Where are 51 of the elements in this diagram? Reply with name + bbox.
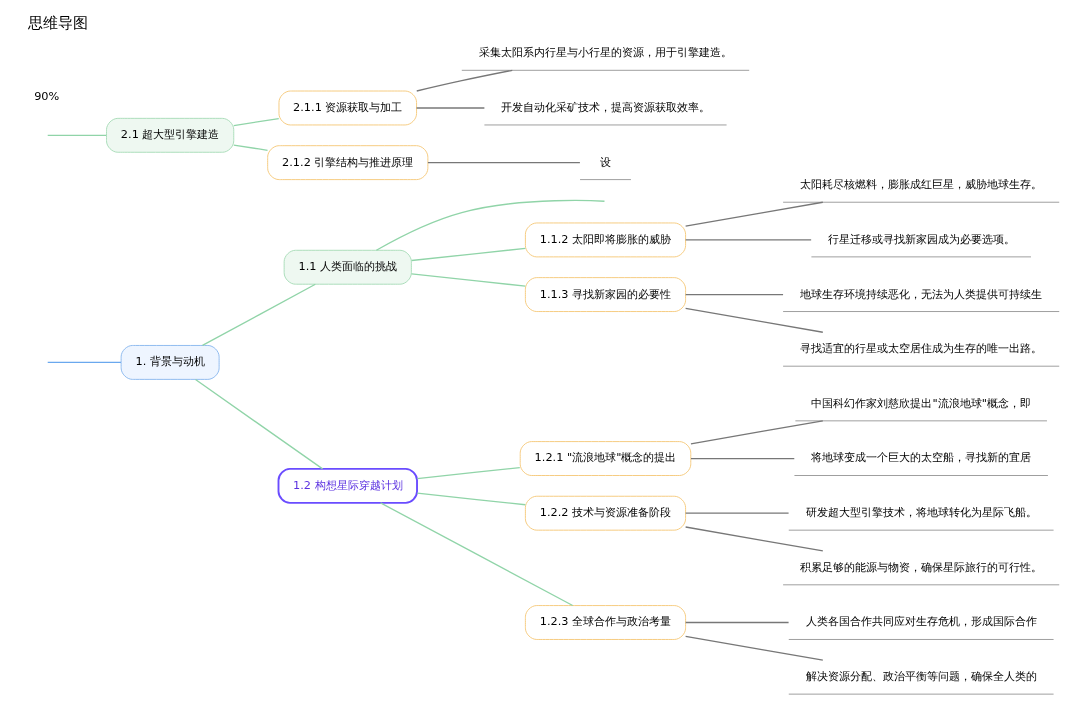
label: 90% bbox=[34, 89, 60, 103]
connector bbox=[416, 492, 527, 506]
node-box: 1.2 构想星际穿越计划 bbox=[277, 467, 418, 504]
node-box: 2.1.1 资源获取与加工 bbox=[278, 90, 418, 126]
node-box: 1. 背景与动机 bbox=[120, 345, 220, 380]
node-text: 太阳耗尽核燃料，膨胀成红巨星，威胁地球生存。 bbox=[800, 178, 1043, 192]
connector bbox=[375, 199, 606, 251]
node-text: 人类各国合作共同应对生存危机，形成国际合作 bbox=[805, 615, 1037, 629]
node-box: 1.1.3 寻找新家园的必要性 bbox=[524, 277, 687, 312]
connector bbox=[379, 502, 574, 607]
connector bbox=[47, 361, 122, 364]
connector bbox=[194, 378, 324, 470]
node-box: 1.1.2 太阳即将膨胀的威胁 bbox=[524, 222, 687, 258]
node-text: 开发自动化采矿技术，提高资源获取效率。 bbox=[500, 100, 710, 114]
connector bbox=[410, 247, 526, 262]
node-text: 行星迁移或寻找新家园成为必要选项。 bbox=[827, 232, 1015, 246]
node-box: 1.2.2 技术与资源准备阶段 bbox=[524, 495, 687, 531]
connector bbox=[690, 420, 824, 445]
connector bbox=[690, 457, 795, 460]
node-text: 解决资源分配、政治平衡等问题，确保全人类的 bbox=[805, 670, 1037, 684]
node-text: 设 bbox=[599, 155, 611, 169]
connector bbox=[233, 117, 280, 127]
node-text: 研发超大型引擎技术，将地球转化为星际飞船。 bbox=[805, 506, 1037, 520]
connector bbox=[684, 201, 824, 227]
node-text: 中国科幻作家刘慈欣提出"流浪地球"概念，即 bbox=[811, 396, 1031, 410]
node-text: 地球生存环境持续恶化，无法为人类提供可持续生 bbox=[800, 287, 1043, 301]
node-text: 寻找适宜的行星或太空居住成为生存的唯一出路。 bbox=[800, 342, 1043, 356]
connector bbox=[684, 635, 824, 661]
connector bbox=[684, 239, 812, 241]
diagram-title: 思维导图 bbox=[28, 13, 89, 32]
connector bbox=[427, 162, 581, 164]
connector bbox=[684, 621, 790, 624]
node-box: 1.2.1 "流浪地球"概念的提出 bbox=[519, 441, 692, 476]
connector bbox=[684, 512, 790, 514]
node-box: 2.1.2 引擎结构与推进原理 bbox=[267, 145, 429, 181]
connector bbox=[416, 466, 521, 480]
node-box: 1.1 人类面临的挑战 bbox=[283, 249, 412, 285]
node-text: 积累足够的能源与物资，确保星际旅行的可行性。 bbox=[800, 560, 1043, 574]
connector bbox=[201, 283, 317, 347]
node-box: 1.2.3 全球合作与政治考量 bbox=[524, 605, 687, 640]
connector bbox=[47, 134, 107, 136]
connector bbox=[684, 293, 784, 296]
connector bbox=[684, 307, 824, 333]
node-text: 将地球变成一个巨大的太空船，寻找新的宜居 bbox=[811, 451, 1032, 465]
connector bbox=[233, 144, 269, 151]
node-text: 采集太阳系内行星与小行星的资源，用于引擎建造。 bbox=[478, 46, 732, 60]
connector bbox=[684, 526, 824, 552]
node-box: 2.1 超大型引擎建造 bbox=[106, 117, 235, 153]
connector bbox=[416, 69, 513, 92]
connector bbox=[415, 107, 486, 109]
connector bbox=[410, 273, 526, 287]
